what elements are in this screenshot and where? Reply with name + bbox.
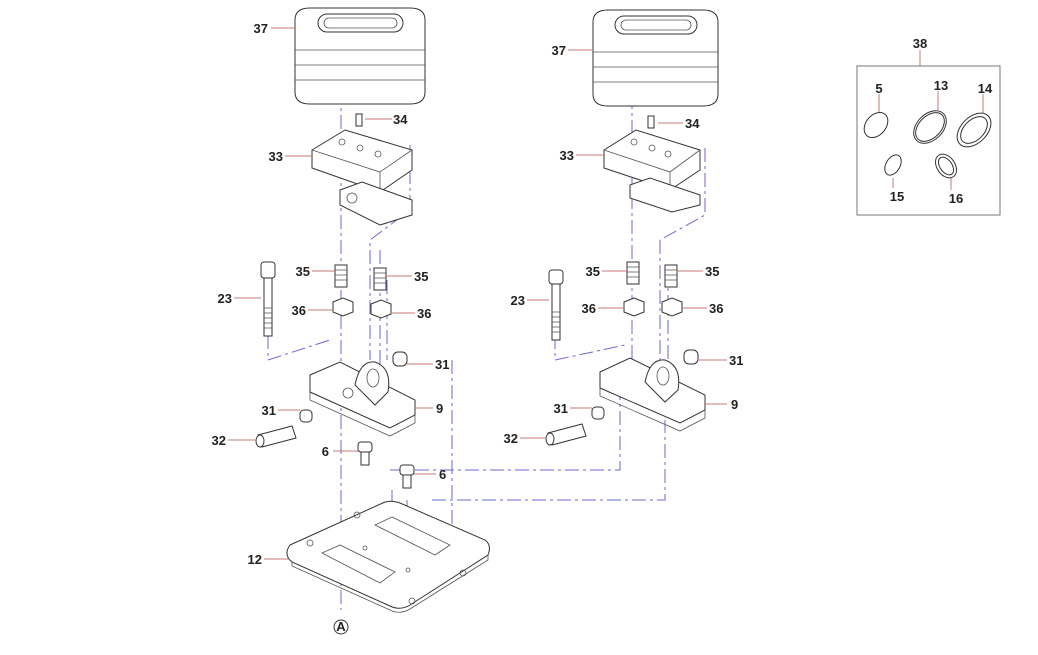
o-ring-15 — [884, 154, 902, 176]
label-35: 35 — [586, 264, 600, 279]
seal-ring-14 — [956, 112, 992, 148]
label-31: 31 — [435, 357, 449, 372]
label-36: 36 — [292, 303, 306, 318]
label-34: 34 — [393, 112, 408, 127]
label-5: 5 — [875, 81, 882, 96]
label-36: 36 — [582, 301, 596, 316]
label-6: 6 — [439, 467, 446, 482]
label-9: 9 — [436, 401, 443, 416]
spring-part — [334, 264, 387, 291]
bolt-part — [548, 269, 564, 341]
pin-part — [545, 423, 587, 446]
o-ring-13 — [913, 110, 947, 144]
nut-part — [623, 297, 683, 317]
seal-ring-16 — [935, 153, 957, 179]
centerline — [390, 390, 621, 471]
centerline — [631, 95, 669, 390]
label-16: 16 — [949, 191, 963, 206]
centerline — [369, 145, 411, 360]
label-38: 38 — [913, 36, 927, 51]
centerline — [267, 335, 331, 361]
label-33: 33 — [560, 148, 574, 163]
label-32: 32 — [212, 433, 226, 448]
label-36: 36 — [709, 301, 723, 316]
label-37: 37 — [254, 21, 268, 36]
label-31: 31 — [729, 353, 743, 368]
label-13: 13 — [934, 78, 948, 93]
pin-part — [355, 113, 363, 127]
centerline — [432, 420, 666, 501]
label-35: 35 — [414, 269, 428, 284]
plate-part — [286, 500, 490, 613]
centerline — [554, 335, 626, 361]
seal-kit: 38 5 13 14 15 16 — [856, 36, 1001, 216]
bracket-part — [309, 361, 416, 437]
lever-holder-part — [311, 129, 413, 226]
label-12: 12 — [248, 552, 262, 567]
bushing-part — [683, 349, 699, 365]
centerline — [659, 148, 706, 241]
view-marker-label: A — [336, 619, 346, 634]
label-33: 33 — [269, 149, 283, 164]
nut-part — [332, 297, 392, 319]
bracket-part — [599, 357, 706, 432]
label-9: 9 — [731, 397, 738, 412]
label-23: 23 — [511, 293, 525, 308]
label-32: 32 — [504, 431, 518, 446]
right-assembly: 37 34 33 35 35 23 36 36 31 9 31 32 — [504, 9, 743, 446]
label-37: 37 — [552, 43, 566, 58]
boot-part — [592, 9, 719, 107]
left-assembly: A 37 34 33 35 35 23 36 36 31 9 31 32 6 6… — [212, 7, 666, 635]
leader-lines — [878, 50, 984, 190]
pin-part — [255, 425, 297, 448]
view-marker-circle — [333, 619, 349, 635]
label-35: 35 — [296, 264, 310, 279]
bushing-part — [591, 406, 605, 420]
label-23: 23 — [218, 291, 232, 306]
lever-holder-part — [603, 129, 701, 213]
o-ring-5 — [863, 111, 889, 139]
label-35: 35 — [705, 264, 719, 279]
label-15: 15 — [890, 189, 904, 204]
boot-part — [294, 7, 426, 105]
leader-lines — [520, 49, 727, 439]
screw-part — [357, 441, 415, 489]
bolt-part — [260, 261, 276, 337]
bushing-part — [299, 409, 313, 423]
bushing-part — [392, 351, 408, 367]
label-31: 31 — [554, 401, 568, 416]
label-34: 34 — [685, 116, 700, 131]
label-14: 14 — [978, 81, 993, 96]
pin-part — [647, 115, 655, 129]
label-6: 6 — [322, 444, 329, 459]
leader-lines — [228, 27, 436, 560]
label-36: 36 — [417, 306, 431, 321]
spring-part — [626, 261, 678, 288]
label-31: 31 — [262, 403, 276, 418]
